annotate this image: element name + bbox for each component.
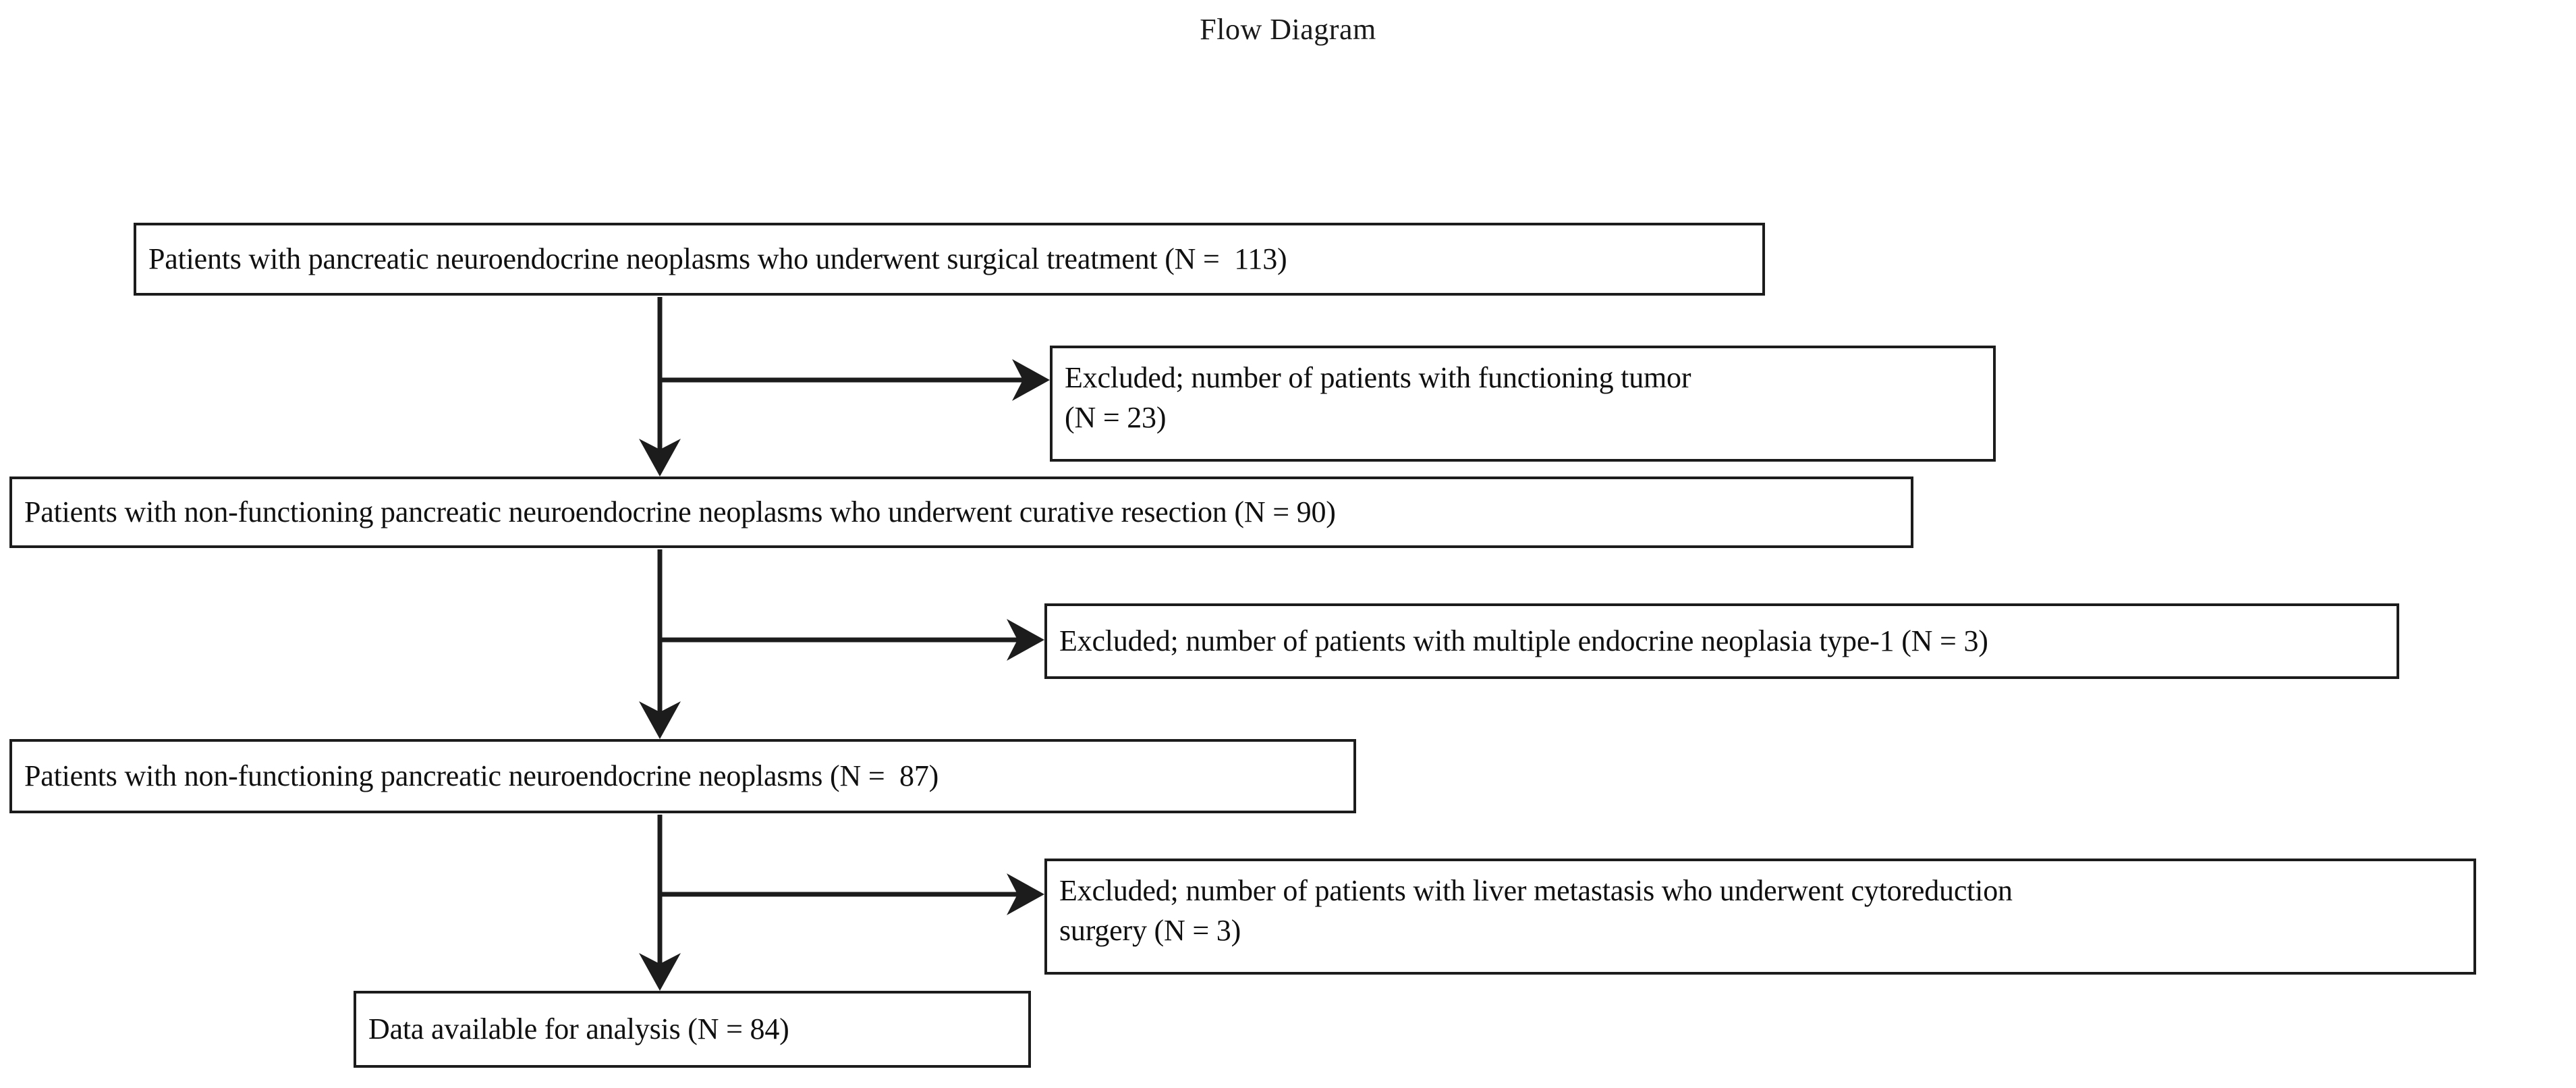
- branch-arrow-2-head: [1007, 619, 1044, 661]
- exclusion-box-men1-label: Excluded; number of patients with multip…: [1059, 624, 1988, 658]
- flow-box-curative-resection: Patients with non-functioning pancreatic…: [9, 477, 1913, 548]
- exclusion-box-functioning-tumor: Excluded; number of patients with functi…: [1050, 346, 1996, 462]
- branch-arrow-1-head: [1012, 359, 1050, 401]
- exclusion-box-functioning-tumor-label: Excluded; number of patients with functi…: [1065, 361, 1691, 435]
- flow-box-data-available-label: Data available for analysis (N = 84): [368, 1012, 789, 1046]
- down-arrow-2-head: [639, 701, 681, 739]
- exclusion-box-men1: Excluded; number of patients with multip…: [1044, 603, 2399, 679]
- down-arrow-3-head: [639, 953, 681, 991]
- branch-arrow-3-head: [1007, 873, 1044, 915]
- down-arrow-1-head: [639, 439, 681, 477]
- flow-box-curative-resection-label: Patients with non-functioning pancreatic…: [24, 495, 1336, 529]
- flow-box-enrolled-label: Patients with pancreatic neuroendocrine …: [148, 242, 1287, 276]
- flow-box-enrolled: Patients with pancreatic neuroendocrine …: [134, 223, 1765, 296]
- exclusion-box-liver-metastasis-label: Excluded; number of patients with liver …: [1059, 874, 2013, 948]
- flow-box-nonfunctioning-label: Patients with non-functioning pancreatic…: [24, 759, 939, 793]
- exclusion-box-liver-metastasis: Excluded; number of patients with liver …: [1044, 859, 2476, 975]
- connector-group-2: [639, 549, 1044, 739]
- page-title: Flow Diagram: [1200, 13, 1376, 46]
- connector-group-1: [639, 297, 1050, 477]
- flow-box-nonfunctioning: Patients with non-functioning pancreatic…: [9, 739, 1356, 813]
- flow-box-data-available: Data available for analysis (N = 84): [354, 991, 1031, 1068]
- connector-group-3: [639, 815, 1044, 991]
